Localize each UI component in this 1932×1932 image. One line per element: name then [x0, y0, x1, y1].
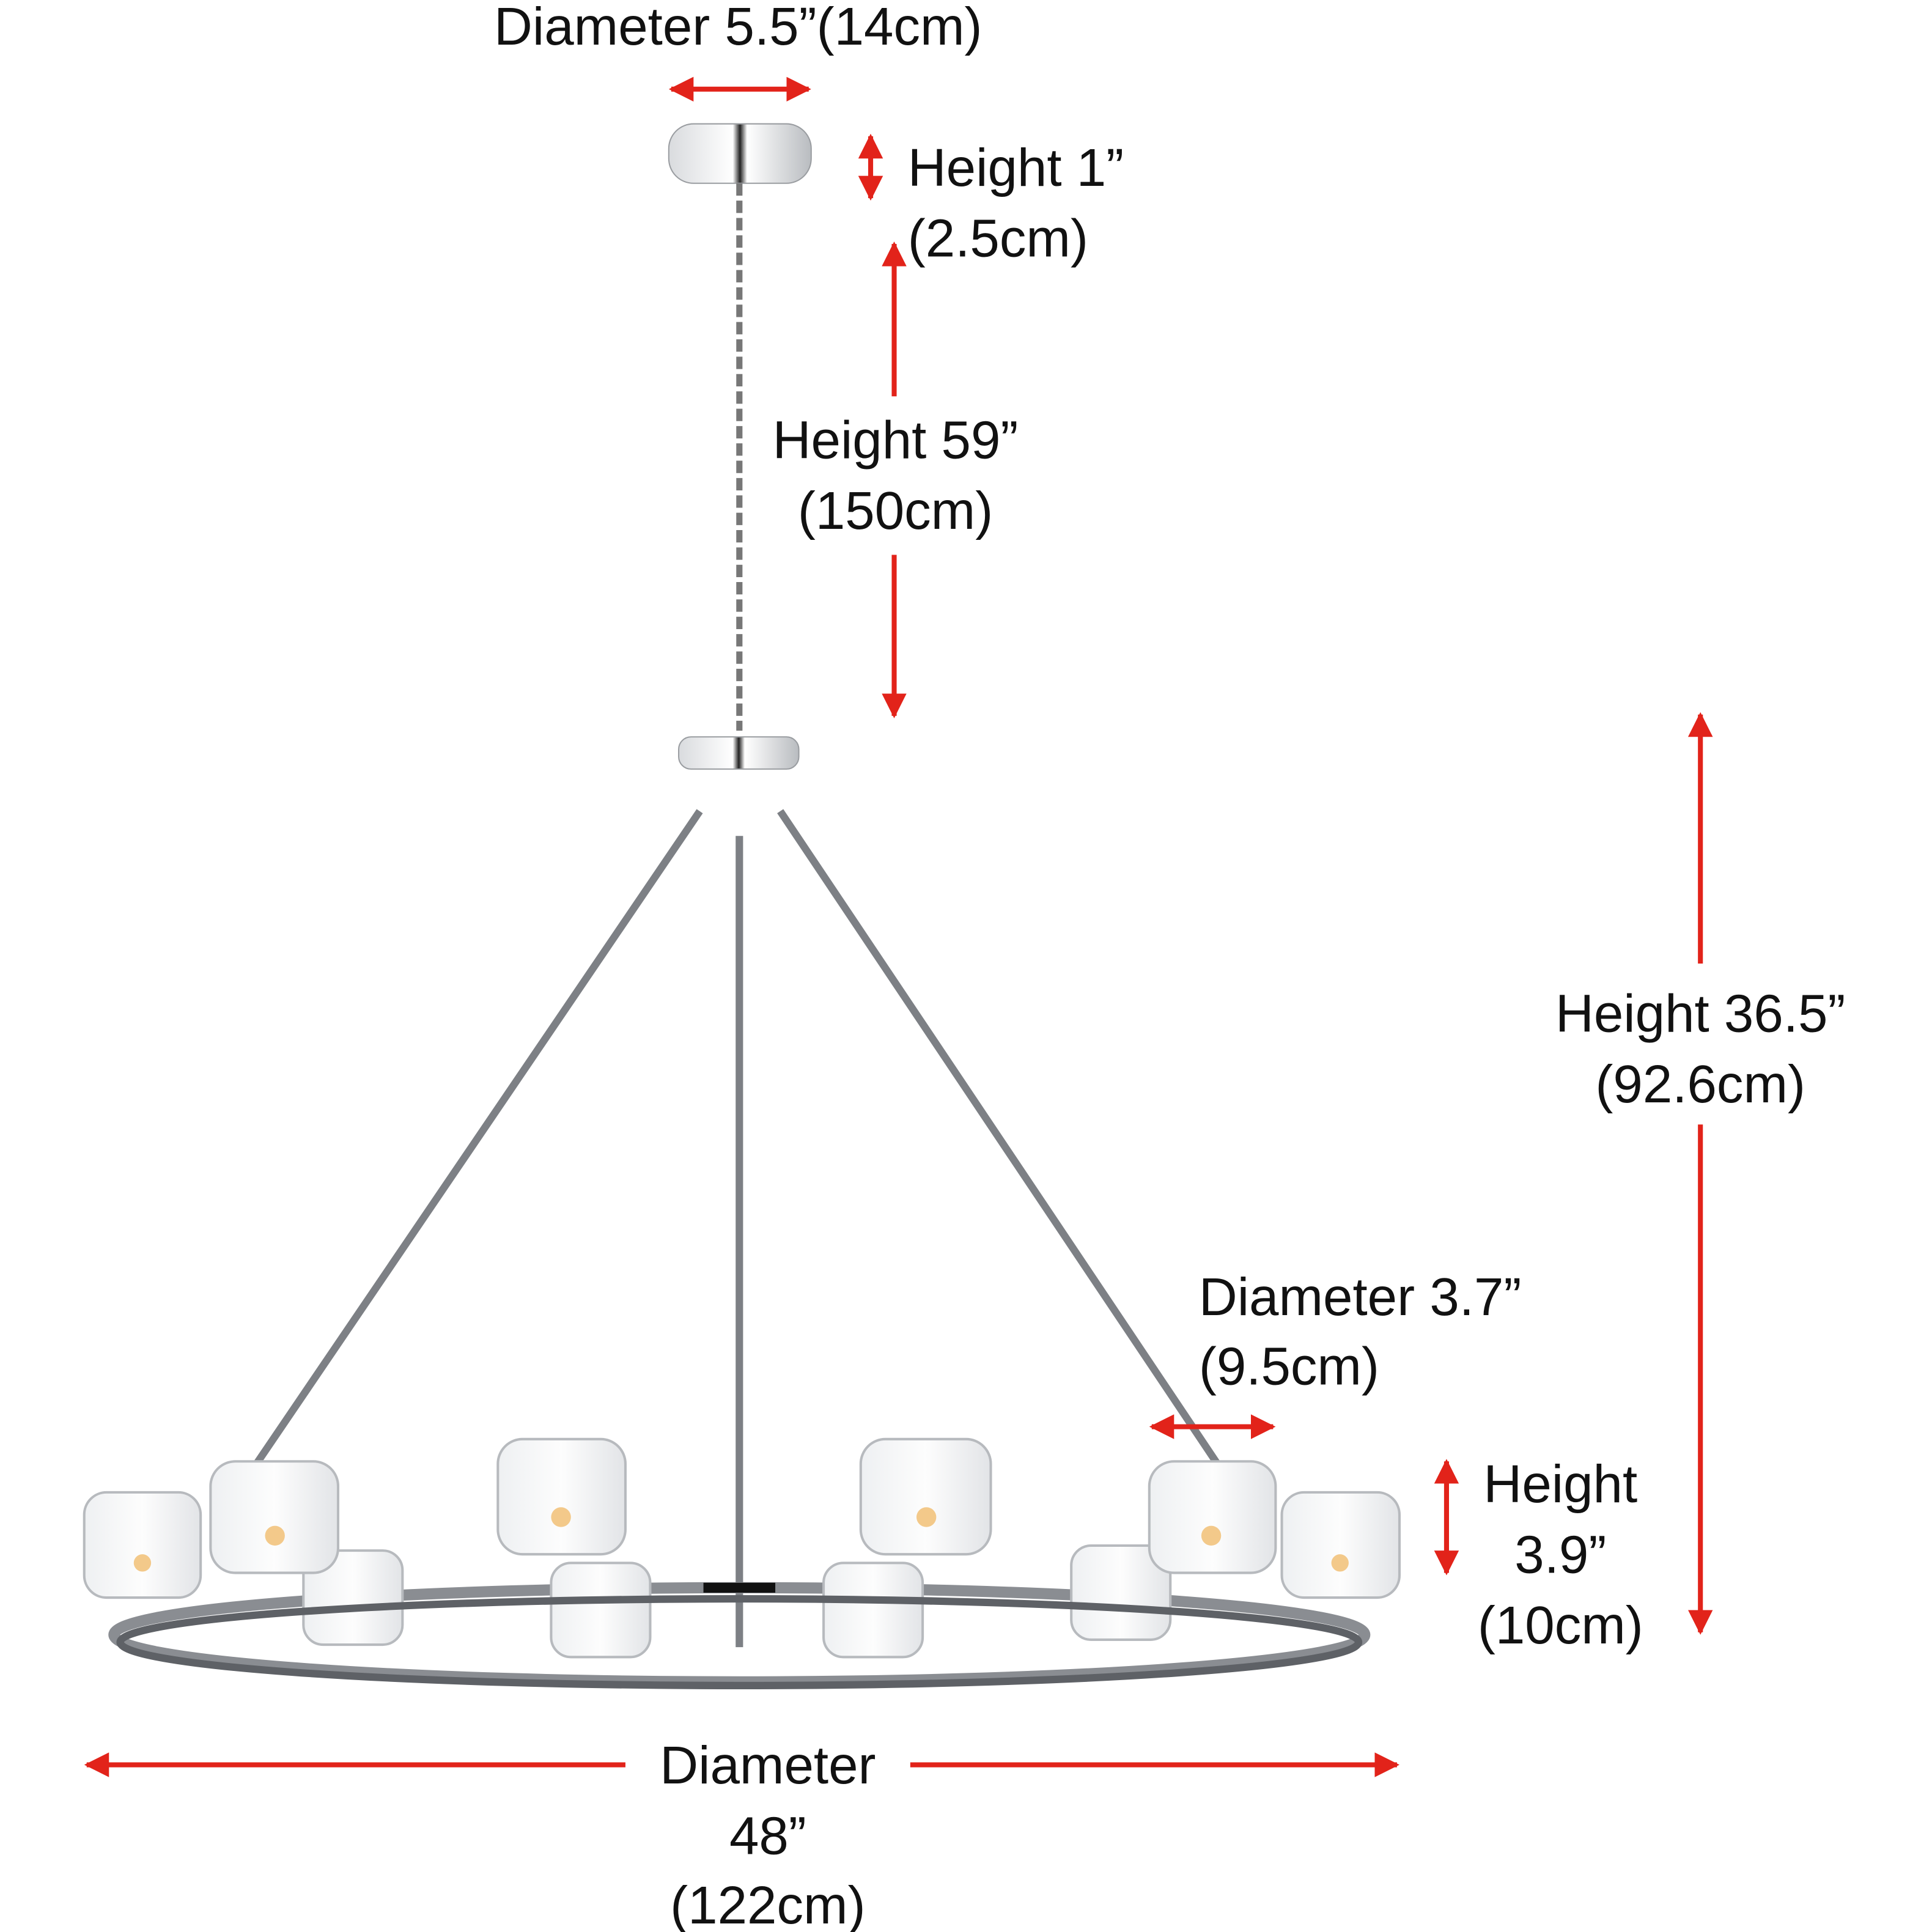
ring-front — [116, 1595, 1363, 1689]
support-rod-left — [251, 809, 703, 1470]
ring-diameter-label-line3: (122cm) — [670, 1876, 865, 1932]
fixture-height-label-line2: (92.6cm) — [1595, 1055, 1805, 1114]
ring-center-band — [703, 1582, 776, 1593]
lower-canopy — [678, 736, 800, 770]
fixture-height-label-line1: Height 36.5” — [1555, 984, 1845, 1043]
shade-height-label-line1: Height — [1483, 1455, 1637, 1514]
glass-shade — [550, 1561, 652, 1659]
glass-shade — [209, 1460, 340, 1574]
canopy-diameter-label: Diameter 5.5”(14cm) — [494, 0, 983, 56]
support-rod-right — [777, 809, 1223, 1470]
glass-shade — [1148, 1460, 1277, 1574]
chain-height-label-line2: (150cm) — [798, 481, 993, 540]
bulbs — [133, 1507, 1349, 1572]
shade-diameter-label-line2: (9.5cm) — [1199, 1337, 1379, 1396]
dimension-arrows — [84, 76, 1713, 1777]
glass-shade — [83, 1491, 202, 1599]
chandelier — [83, 123, 1401, 1689]
glass-shade — [496, 1437, 627, 1556]
glass-shades-back — [302, 1544, 1172, 1659]
glass-shade — [822, 1561, 924, 1659]
shade-diameter-label-line1: Diameter 3.7” — [1199, 1267, 1522, 1327]
ceiling-canopy — [668, 123, 812, 184]
glass-shade — [1280, 1491, 1401, 1599]
ring-diameter-label-line1: Diameter — [660, 1736, 876, 1795]
shade-height-label-line2: 3.9” — [1514, 1525, 1606, 1585]
shade-height-label-line3: (10cm) — [1478, 1596, 1643, 1655]
glass-shade — [302, 1549, 404, 1646]
glass-shades-front — [83, 1437, 1401, 1599]
chain-height-label-line1: Height 59” — [773, 410, 1019, 470]
canopy-height-label-line1: Height 1” — [908, 138, 1124, 197]
ring-diameter-label-line2: 48” — [729, 1806, 806, 1865]
glass-shade — [1070, 1544, 1172, 1641]
glass-shade — [859, 1437, 992, 1556]
canopy-height-label-line2: (2.5cm) — [908, 208, 1088, 268]
